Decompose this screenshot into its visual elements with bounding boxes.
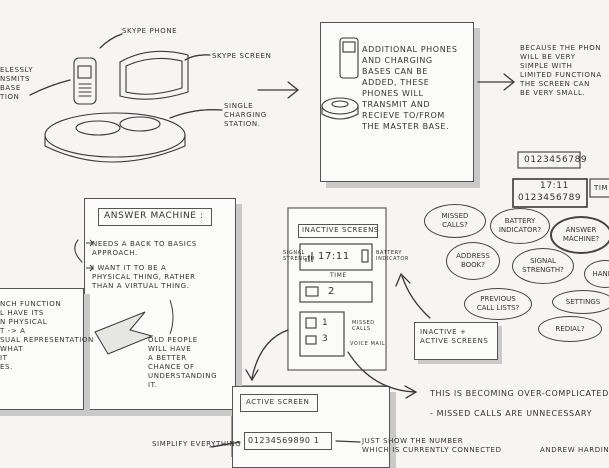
arrow-icon <box>478 74 514 90</box>
connector-arrows <box>0 0 609 457</box>
arrow-icon <box>396 274 430 318</box>
arrow-icon <box>258 82 298 98</box>
arrow-icon <box>348 352 416 398</box>
arrow-icon <box>246 330 288 380</box>
